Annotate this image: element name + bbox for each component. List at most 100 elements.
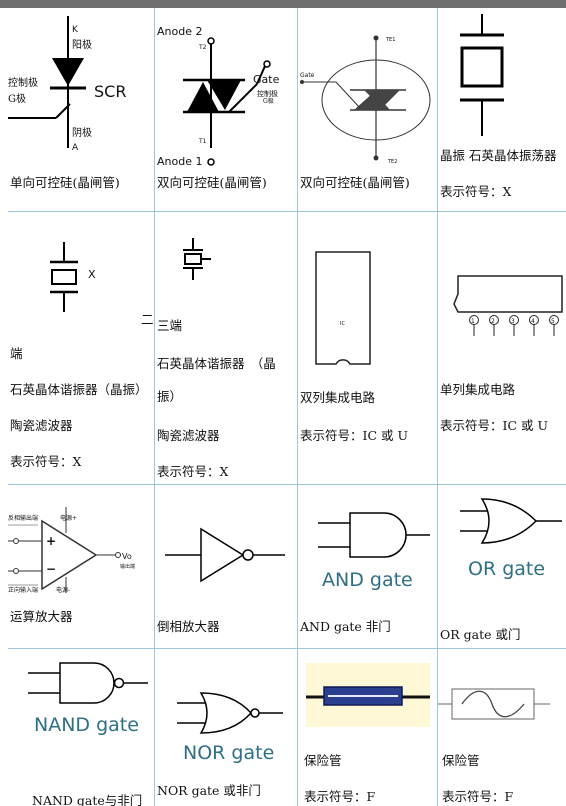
nand-gate-caption: NAND gate与非门	[32, 793, 143, 806]
sip-caption: 单列集成电路	[440, 382, 516, 397]
fuse-2-symbol	[438, 688, 550, 720]
fuse-2-symbol-text: 表示符号：F	[442, 789, 514, 804]
grid-divider	[154, 8, 155, 806]
gate-label: Gate	[300, 72, 315, 79]
grid-divider	[8, 484, 566, 485]
res3-line1: 三端	[157, 318, 183, 333]
k-label: K	[72, 25, 78, 35]
and-gate-label: AND gate	[322, 569, 413, 591]
gate-label: 控制极	[8, 78, 38, 89]
dip-ic-cell: IC 双列集成电路 表示符号：IC 或 U	[298, 212, 437, 484]
inverter-cell: 倒相放大器	[155, 485, 297, 648]
res3-symbol-text: 表示符号：X	[157, 464, 229, 479]
pin-3: 3	[511, 318, 515, 325]
cathode-label: 阳极	[72, 40, 92, 51]
and-gate-cell: AND gate AND gate 非门	[298, 485, 437, 648]
resonator-3-symbol	[183, 238, 211, 280]
triac-caption: 双向可控硅(晶闸管)	[157, 175, 267, 190]
triac-circle-symbol	[300, 35, 431, 161]
triac-circle-caption: 双向可控硅(晶闸管)	[300, 175, 410, 190]
scr-caption: 单向可控硅(晶闸管)	[10, 175, 120, 190]
fuse-2-caption: 保险管	[442, 753, 480, 768]
triac-cell: Anode 2 T2 Gate 控制极 G极 T1 Anode 1 双向可控硅(…	[155, 8, 297, 211]
t1-label: T1	[199, 138, 207, 145]
fuse-caption: 保险管	[304, 753, 342, 768]
fuse-symbol-text: 表示符号：F	[304, 789, 376, 804]
nor-gate-caption: NOR gate 或非门	[157, 783, 261, 798]
and-gate-caption: AND gate 非门	[300, 619, 391, 634]
power-neg-label: 电源-	[56, 587, 71, 594]
or-gate-label: OR gate	[468, 558, 545, 580]
crystal-caption: 晶振 石英晶体振荡器	[440, 148, 557, 163]
res2-line1: 端	[10, 346, 23, 361]
resonator-3-cell: 三端 石英晶体谐振器 （晶 振） 陶瓷滤波器 表示符号：X	[155, 212, 297, 484]
fuse-cell: 保险管 表示符号：F	[298, 649, 437, 806]
overflow-char: 二	[141, 312, 154, 327]
nand-gate-cell: NAND gate NAND gate与非门	[8, 649, 154, 806]
res2-line3: 陶瓷滤波器	[10, 418, 73, 433]
x-label: X	[88, 268, 96, 281]
sip-ic-cell: 1 2 3 4 5 单列集成电路 表示符号：IC 或 U	[438, 212, 566, 484]
anode2-label: Anode 2	[157, 25, 203, 38]
res3-line3: 陶瓷滤波器	[157, 428, 220, 443]
pin-2: 2	[491, 318, 495, 325]
inv-input-label: 反相输出端	[8, 515, 39, 522]
vo-label: Vo	[122, 552, 132, 561]
sip-ic-symbol	[453, 275, 563, 336]
te2-label: TE2	[388, 159, 398, 165]
fuse-2-cell: 保险管 表示符号：F	[438, 649, 566, 806]
crystal-symbol-text: 表示符号：X	[440, 184, 512, 199]
te1-label: TE1	[386, 37, 396, 43]
grid-divider	[8, 648, 566, 649]
gate-cn-label: 控制极	[257, 90, 278, 98]
anode-label: 阴极	[72, 128, 92, 139]
or-gate-symbol: OR gate	[460, 498, 562, 580]
res3-line2: 石英晶体谐振器 （晶	[157, 356, 276, 371]
crystal-cell: 晶振 石英晶体振荡器 表示符号：X	[438, 8, 566, 211]
scr-cell: K 阳极 控制极 G极 SCR 阴极 A 单向可控硅(晶闸管)	[8, 8, 154, 211]
resonator-2-symbol	[50, 242, 78, 312]
sip-symbol-text: 表示符号：IC 或 U	[440, 418, 548, 433]
power-pos-label: 电源+	[60, 515, 78, 522]
resonator-2-cell: X 二 端 石英晶体谐振器（晶振） 陶瓷滤波器 表示符号：X	[8, 212, 154, 484]
res3-line2b: 振）	[157, 389, 183, 404]
pin-1: 1	[471, 318, 475, 325]
and-gate-symbol: AND gate	[318, 512, 430, 591]
res2-line2: 石英晶体谐振器（晶振）	[10, 382, 148, 397]
a-label: A	[72, 143, 79, 153]
or-gate-caption: OR gate 或门	[440, 627, 521, 642]
triac-circle-cell: TE1 Gate TE2 双向可控硅(晶闸管)	[298, 8, 437, 211]
grid-divider	[297, 8, 298, 806]
or-gate-cell: OR gate OR gate 或门	[438, 485, 566, 648]
nor-gate-label: NOR gate	[183, 742, 274, 764]
gate-label-g: G极	[8, 94, 26, 105]
fuse-symbol	[306, 663, 430, 727]
scr-title: SCR	[94, 82, 127, 101]
dip-caption: 双列集成电路	[300, 390, 376, 405]
crystal-symbol	[460, 14, 504, 136]
output-label: 输出端	[120, 564, 136, 570]
component-table: K 阳极 控制极 G极 SCR 阴极 A 单向可控硅(晶闸管) Anode 2 …	[8, 8, 566, 806]
pin-5: 5	[551, 318, 555, 325]
nand-gate-symbol: NAND gate	[28, 662, 148, 736]
nand-gate-label: NAND gate	[34, 714, 139, 736]
minus-label: −	[46, 562, 57, 576]
scr-symbol	[8, 16, 86, 148]
triac-symbol	[183, 37, 271, 166]
anode1-label: Anode 1	[157, 155, 203, 168]
gate-g-label: G极	[263, 98, 274, 105]
noninv-input-label: 正向输入端	[8, 587, 39, 594]
inverter-symbol	[165, 527, 285, 583]
dip-symbol-text: 表示符号：IC 或 U	[300, 428, 408, 443]
window-top-bar	[0, 0, 566, 8]
pin-4: 4	[531, 318, 535, 325]
nor-gate-symbol: NOR gate	[177, 692, 283, 764]
opamp-symbol	[8, 507, 121, 593]
ic-label: IC	[340, 321, 345, 327]
inverter-caption: 倒相放大器	[157, 619, 220, 634]
opamp-cell: 反相输出端 电源+ + − Vo 输出端 正向输入端 电源- 运算放大器	[8, 485, 154, 648]
grid-divider	[437, 8, 438, 806]
plus-label: +	[46, 534, 57, 548]
res2-symbol-text: 表示符号：X	[10, 454, 82, 469]
grid-divider	[8, 211, 566, 212]
